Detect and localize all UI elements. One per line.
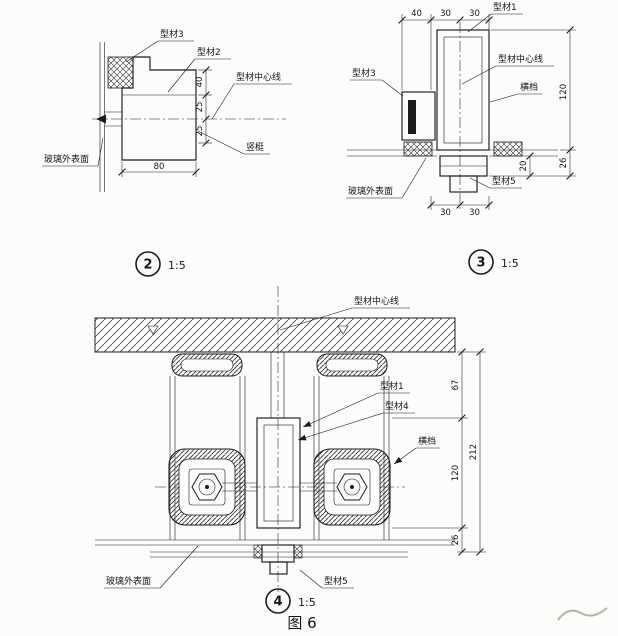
label-transom: 横档 (418, 435, 436, 447)
leader-line (167, 58, 196, 93)
gasket-hatch (253, 544, 263, 559)
leader-line (197, 130, 245, 155)
dim-text: 30 (440, 208, 451, 218)
dim-text: 40 (195, 77, 205, 88)
leader-line (381, 79, 404, 97)
detail-2-view: 40 25 25 80 型材3 型材2 型材中心线 竖梃 玻璃外表面 2 1:5 (42, 28, 292, 277)
detail-3-badge (468, 249, 494, 275)
profile1-outline (436, 29, 490, 151)
profile4-outline (256, 417, 301, 529)
slab-hatch (94, 317, 456, 353)
detail-3-view: 40 30 30 120 26 20 30 30 型材1 型材中心线 横档 型材… (346, 1, 576, 275)
dim-text: 67 (451, 380, 461, 391)
detail-4-number: 4 (273, 595, 282, 610)
leader-line (469, 177, 491, 189)
label-centerline: 型材中心线 (236, 71, 281, 83)
profile3-hatch (107, 56, 134, 89)
detail-3-number: 3 (476, 256, 485, 271)
bolt-center (350, 485, 354, 489)
anchor-plate (333, 468, 371, 506)
label-glass-surface: 玻璃外表面 (348, 185, 393, 197)
dim-text: 30 (469, 9, 480, 19)
leader-line (467, 13, 492, 33)
leader-line (401, 157, 427, 199)
bolt-center (205, 485, 209, 489)
detail-3-scale: 1:5 (501, 257, 519, 270)
label-glass-surface: 玻璃外表面 (44, 153, 89, 165)
leader-arrow (303, 421, 312, 427)
label-profile1: 型材1 (380, 380, 404, 392)
dim-text: 20 (519, 161, 529, 172)
dim-text: 30 (469, 208, 480, 218)
dim-text: 25 (195, 102, 205, 113)
dim-text: 120 (451, 465, 461, 481)
detail-4-badge (265, 588, 291, 614)
gasket-hatch (293, 544, 303, 559)
concrete-triangle (147, 325, 159, 335)
detail-2-number: 2 (143, 258, 152, 273)
scan-artifact (557, 607, 608, 621)
leader-line (211, 83, 235, 120)
dim-text: 25 (195, 126, 205, 137)
leader-line (159, 545, 199, 589)
detail-2-badge (135, 251, 161, 277)
label-profile5: 型材5 (324, 575, 348, 587)
leader-line (489, 93, 519, 103)
label-centerline: 型材中心线 (498, 53, 543, 65)
leader-line (125, 40, 159, 63)
label-profile3: 型材3 (352, 67, 376, 79)
dim-text: 26 (451, 535, 461, 546)
label-profile2: 型材2 (197, 46, 221, 58)
leader-arrow (298, 434, 307, 441)
dim-text: 80 (154, 162, 165, 172)
figure-caption: 图 6 (287, 614, 316, 632)
profile4-inner (263, 424, 294, 522)
leader-line (302, 392, 379, 428)
dim-text: 30 (440, 9, 451, 19)
concrete-triangle (337, 325, 349, 335)
profile3-outline (401, 91, 436, 141)
label-transom: 横档 (520, 81, 538, 93)
profile3-bar (408, 100, 416, 134)
anchor-plate (188, 468, 226, 506)
bolt-washer (198, 478, 216, 496)
dim-text: 26 (559, 158, 569, 169)
label-profile4: 型材4 (385, 400, 409, 412)
label-profile5: 型材5 (492, 175, 516, 187)
label-glass-surface: 玻璃外表面 (106, 575, 151, 587)
pad-inner (325, 358, 379, 372)
profile1-inner (443, 36, 483, 144)
label-mullion: 竖梃 (246, 141, 264, 153)
label-centerline: 型材中心线 (354, 295, 399, 307)
detail-2-scale: 1:5 (168, 259, 186, 272)
leader-line (97, 137, 104, 167)
detail-4-view: 67 120 26 212 型材中心线 型材1 型材4 横档 玻璃外表面 型材5… (94, 286, 486, 614)
gasket-hatch (403, 141, 433, 157)
label-profile3: 型材3 (160, 28, 184, 40)
profile5-stem (449, 175, 478, 193)
pad-inner (180, 358, 234, 372)
leader-arrow (394, 456, 403, 464)
detail-4-scale: 1:5 (298, 596, 316, 609)
leader-line (279, 307, 353, 331)
label-profile1: 型材1 (493, 1, 517, 13)
dim-text: 212 (469, 444, 479, 460)
dim-text: 40 (411, 9, 422, 19)
profile5-stem (269, 561, 288, 575)
bolt-washer (343, 478, 361, 496)
leader-line (297, 412, 384, 441)
leader-line (299, 569, 323, 589)
gasket-hatch (493, 141, 523, 157)
leader-line (461, 65, 497, 85)
dim-text: 120 (559, 84, 569, 100)
